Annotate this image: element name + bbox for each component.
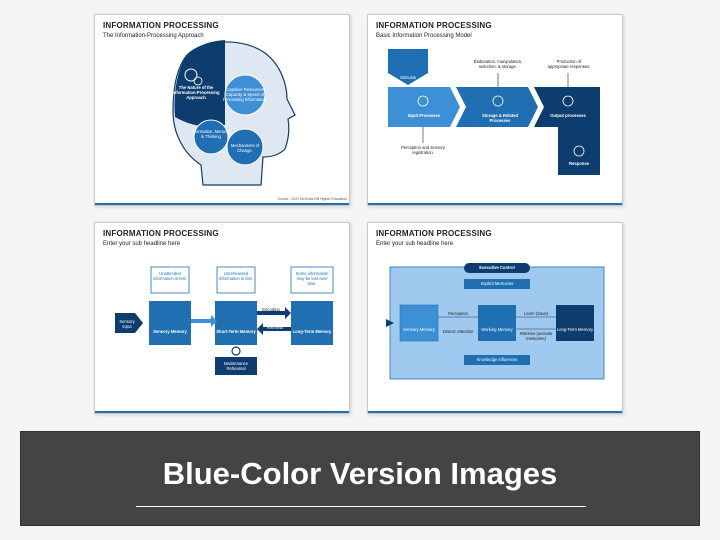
directs-attention-label: Directs Attention — [442, 329, 474, 334]
source-note: Source : 2021 McGraw-Hill Higher Educati… — [277, 197, 347, 201]
executive-control-diagram — [386, 263, 605, 380]
note-production: Production of appropriate responses. — [547, 59, 591, 70]
knowledge-influences-label: Knowledge influences — [476, 357, 518, 362]
note-elaboration: Elaboration, manipulation, selection, & … — [473, 59, 523, 70]
banner-underline — [136, 506, 586, 507]
learn-save-label: Learn (Save) — [523, 311, 549, 316]
perception-label: Perception — [447, 311, 469, 316]
long-term-memory-label: Long-Term Memory — [292, 329, 332, 334]
slide-subtitle: Basic Information Processing Model — [376, 33, 472, 39]
banner-title: Blue-Color Version Images — [162, 456, 558, 491]
slide-thumbnail-3[interactable]: INFORMATION PROCESSING Enter your sub he… — [94, 222, 350, 414]
slide-subtitle: The Information-Processing Approach — [103, 33, 204, 39]
slide-thumbnail-4[interactable]: INFORMATION PROCESSING Enter your sub he… — [367, 222, 623, 414]
slide-thumbnail-2[interactable]: INFORMATION PROCESSING Basic Information… — [367, 14, 623, 206]
slide-accent-bar — [368, 203, 622, 205]
input-processes-label: Input Processes — [407, 113, 441, 118]
note-lost-over-time: Some information may be lost over time. — [295, 271, 329, 287]
note-perception: Perception and sensory registration. — [401, 145, 445, 156]
slide-thumbnail-1[interactable]: INFORMATION PROCESSING The Information-P… — [94, 14, 350, 206]
response-label: Response — [568, 161, 589, 166]
slide-subtitle: Enter your sub headline here — [103, 241, 181, 247]
short-term-memory-label: Short-Term Memory — [216, 329, 256, 334]
slide-subtitle: Enter your sub headline here — [376, 241, 454, 247]
encoding-label: Encoding — [262, 307, 280, 312]
output-processes-label: Output processes — [550, 113, 586, 118]
attention-label: Attention — [191, 315, 209, 320]
slide-title: INFORMATION PROCESSING — [103, 21, 219, 30]
segment-nature: The Nature of the Information-Processing… — [172, 85, 220, 101]
process-flow-diagram — [388, 49, 600, 175]
note-unrehearsed: Unrehearsed information is lost. — [219, 271, 253, 282]
rehearsal-label: Maintenance Rehearsal — [224, 361, 248, 372]
implicit-memories-label: Implicit Memories — [480, 281, 514, 286]
slide-accent-bar — [368, 411, 622, 413]
stimulus-label: Stimulus — [399, 75, 417, 80]
slide-accent-bar — [95, 411, 349, 413]
retrieval-label: Retrieval — [266, 325, 284, 330]
banner: Blue-Color Version Images — [20, 431, 700, 526]
retrieve-label: Retrieve (activate memories) — [519, 331, 553, 342]
working-memory-label: Working Memory — [481, 327, 513, 332]
sensory-memory-label: Sensory Memory — [403, 327, 435, 332]
head-diagram — [172, 40, 296, 186]
note-unattended: Unattended information is lost. — [153, 271, 187, 282]
segment-cognitive: Cognitive Resources: Capacity & Speed of… — [223, 87, 267, 103]
slide-title: INFORMATION PROCESSING — [376, 21, 492, 30]
slide-accent-bar — [95, 203, 349, 205]
segment-memory: Information, Memory, & Thinking — [191, 129, 231, 140]
memory-model-diagram — [115, 266, 334, 375]
storage-processes-label: Storage & Related Processes — [481, 113, 519, 124]
executive-control-label: Executive Control — [479, 265, 515, 270]
sensory-memory-label: Sensory Memory — [153, 329, 187, 334]
sensory-input-label: Sensory Input — [119, 319, 135, 330]
segment-mechanisms: Mechanisms of Change. — [230, 143, 260, 154]
slide-title: INFORMATION PROCESSING — [103, 229, 219, 238]
long-term-memory-label: Long-Term Memory — [556, 327, 594, 332]
slide-title: INFORMATION PROCESSING — [376, 229, 492, 238]
